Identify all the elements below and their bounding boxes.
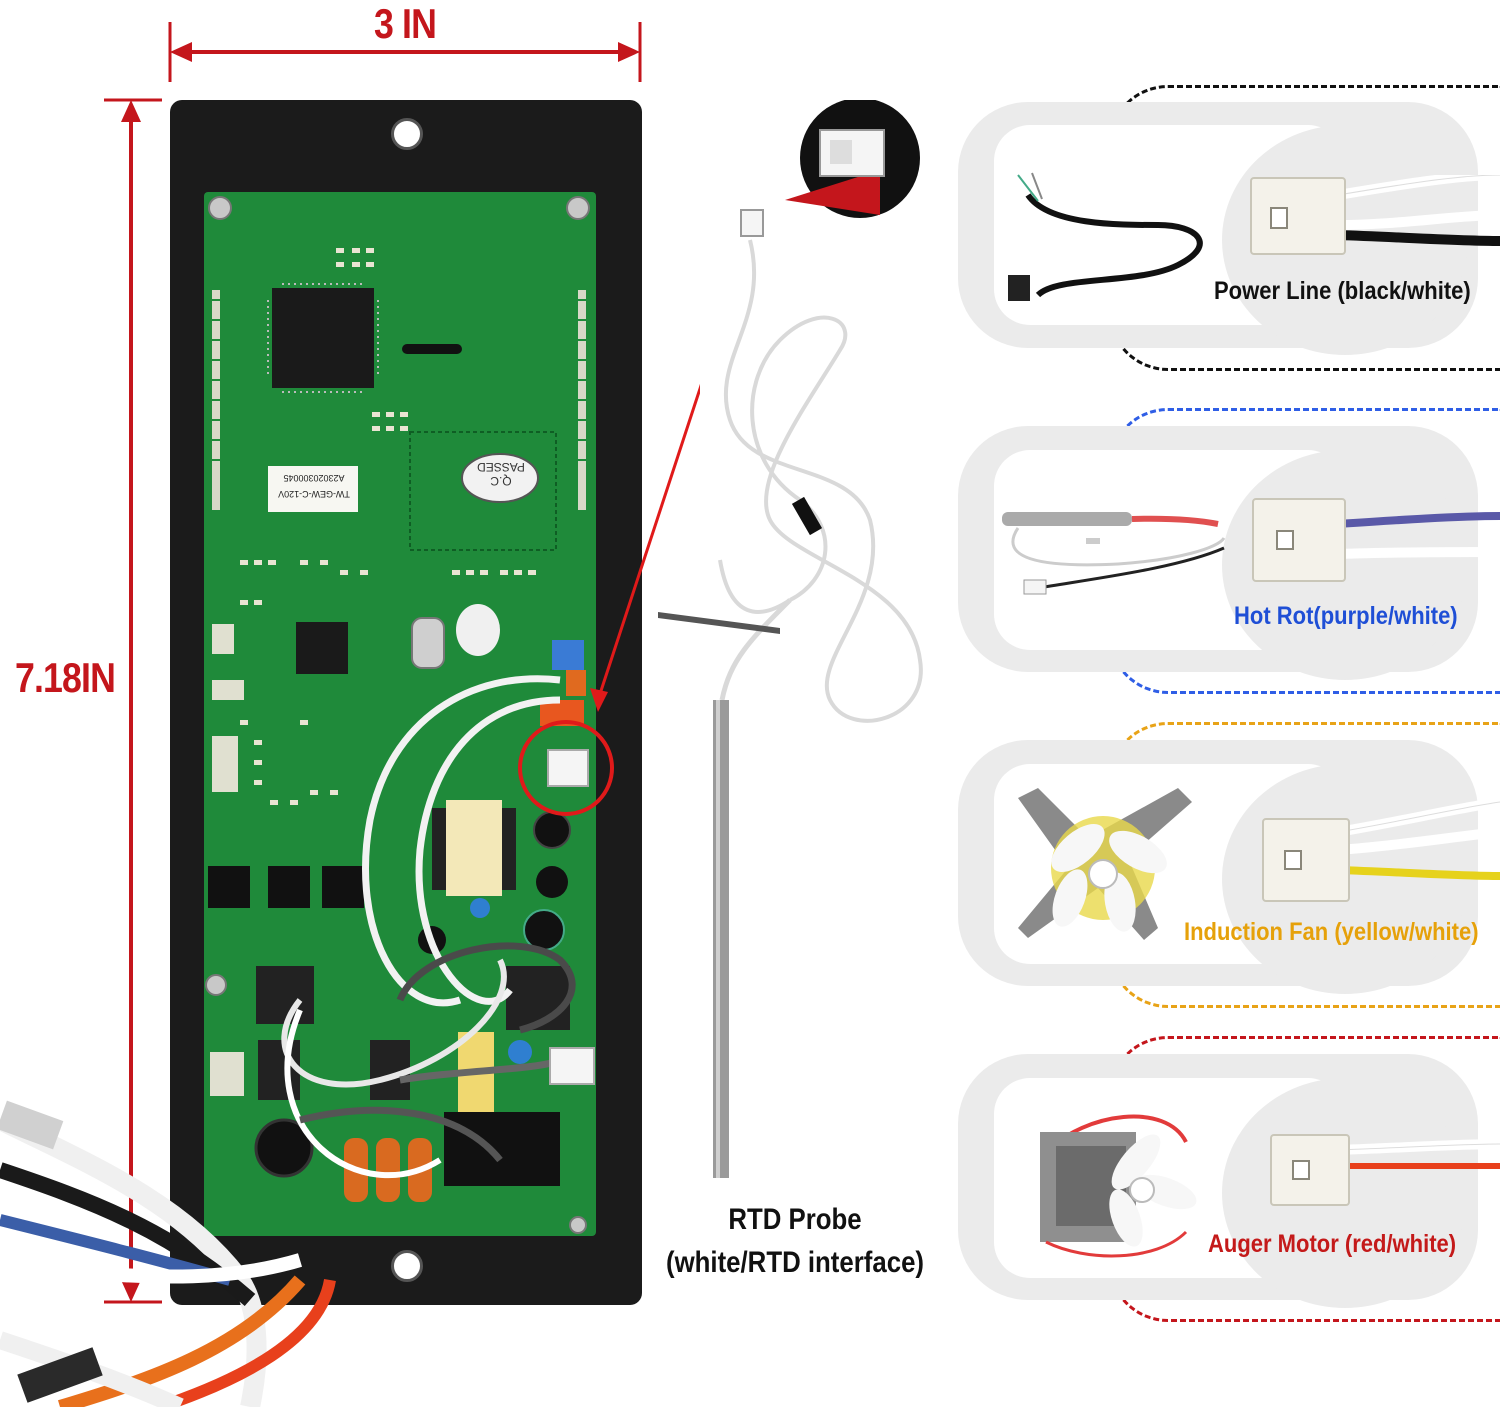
fan-icon [1018, 788, 1192, 940]
panel-caption: Induction Fan (yellow/white) [1184, 918, 1479, 946]
panel-induction-fan: Induction Fan (yellow/white) [958, 722, 1500, 1008]
fan-wires [1338, 797, 1500, 880]
auger-motor-icon [1040, 1114, 1197, 1258]
mount-hole-bottom [391, 1250, 423, 1282]
power-wires [1338, 175, 1500, 246]
height-dimension-label: 7.18IN [14, 654, 116, 701]
qc-stamp: Q.C PASSED [466, 460, 536, 488]
panel-auger-motor: Auger Motor (red/white) [958, 1036, 1500, 1322]
power-cord-icon [1008, 172, 1203, 301]
connector-housing [1262, 818, 1350, 902]
connector-housing [1250, 177, 1346, 255]
panel-hot-rod: Hot Rot(purple/white) [958, 408, 1500, 694]
panel-power-line: Power Line (black/white) [958, 85, 1500, 371]
board-sticker: TW-GEW-C-120V A23020300045 [270, 470, 358, 502]
sticker-line2: A23020300045 [283, 473, 345, 483]
connector-slot [1270, 207, 1288, 229]
panel-caption: Power Line (black/white) [1214, 277, 1471, 305]
panel-caption: Auger Motor (red/white) [1208, 1230, 1457, 1258]
rtd-probe-image [658, 100, 923, 1178]
qc-stamp-line2: PASSED [477, 460, 525, 474]
wire-harness [0, 1100, 336, 1407]
width-dimension-label: 3 IN [373, 0, 437, 47]
rtd-probe-subtitle: (white/RTD interface) [665, 1246, 925, 1279]
connector-housing [1270, 1134, 1350, 1206]
connector-slot [1276, 530, 1294, 550]
panel-caption: Hot Rot(purple/white) [1234, 602, 1458, 630]
height-label-bg [8, 650, 126, 706]
hot-rod-wires [1338, 512, 1500, 559]
connector-slot [1284, 850, 1302, 870]
mount-hole-top [391, 118, 423, 150]
auger-wires [1338, 1139, 1500, 1169]
hot-rod-icon [1002, 512, 1226, 595]
connector-slot [1292, 1160, 1310, 1180]
rtd-probe-title: RTD Probe [728, 1203, 862, 1236]
pcb-components [205, 196, 700, 1234]
sticker-line1: TW-GEW-C-120V [278, 489, 350, 499]
connector-housing [1252, 498, 1346, 582]
qc-stamp-line1: Q.C [490, 474, 512, 488]
